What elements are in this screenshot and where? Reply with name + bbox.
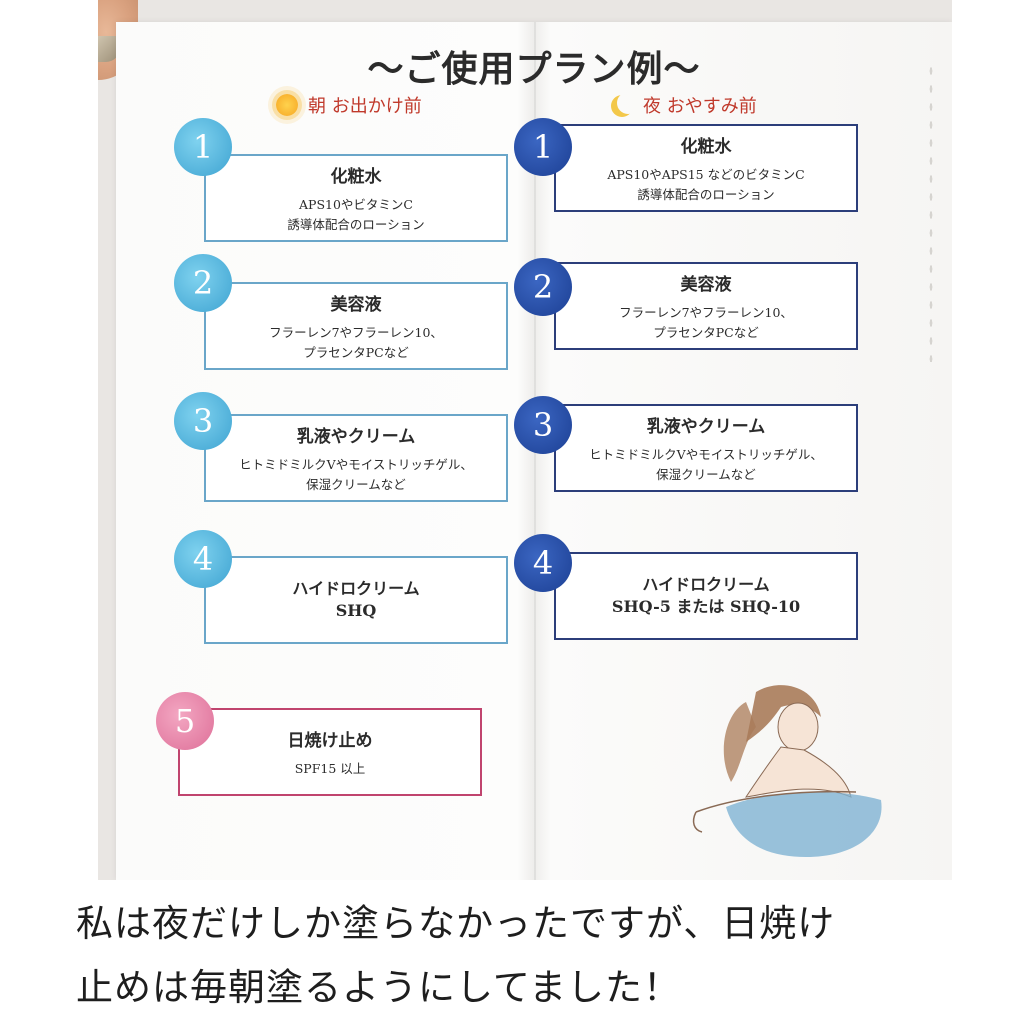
night-step-3-badge: 3 [514,396,572,454]
night-label: 夜 おやすみ前 [643,96,757,117]
night-heading: 夜 おやすみ前 [611,88,757,122]
woman-illustration [692,685,882,857]
step-desc: APS10やビタミンC [299,196,413,212]
step-title: 乳液やクリーム [296,426,416,447]
night-step-2-card: 美容液 フラーレン7やフラーレン10、 プラセンタPCなど [554,262,858,350]
step-desc: 保湿クリームなど [306,476,406,492]
morning-step-5-badge: 5 [156,692,214,750]
sun-icon [276,94,298,116]
step-desc: 保湿クリームなど [656,466,756,482]
thumbnail-nail [98,36,120,62]
step-title: 化粧水 [680,136,732,157]
photo: 〜ご使用プラン例〜 朝 お出かけ前 夜 おやすみ前 化粧水 APS10やビタミン… [98,0,952,880]
step-title-2: SHQ-5 または SHQ-10 [611,597,801,616]
morning-step-4-card: ハイドロクリーム SHQ [204,556,508,644]
step-desc: SPF15 以上 [294,760,366,776]
night-step-4-card: ハイドロクリーム SHQ-5 または SHQ-10 [554,552,858,640]
step-desc: APS10やAPS15 などのビタミンC [607,166,805,182]
step-title-2: SHQ [335,601,377,620]
step-title: 美容液 [680,274,732,295]
step-desc: 誘導体配合のローション [637,186,775,202]
night-step-1-card: 化粧水 APS10やAPS15 などのビタミンC 誘導体配合のローション [554,124,858,212]
morning-step-1-card: 化粧水 APS10やビタミンC 誘導体配合のローション [204,154,508,242]
morning-step-2-badge: 2 [174,254,232,312]
morning-heading: 朝 お出かけ前 [276,88,422,122]
dot-border [928,62,934,362]
morning-step-4-badge: 4 [174,530,232,588]
step-title: 乳液やクリーム [646,416,766,437]
morning-step-2-card: 美容液 フラーレン7やフラーレン10、 プラセンタPCなど [204,282,508,370]
step-title: ハイドロクリーム [642,575,770,594]
caption-line-2: 止めは毎朝塗るようにしてました！ [76,966,682,1009]
step-desc: ヒトミドミルクVやモイストリッチゲル、 [239,456,473,472]
moon-icon [617,92,639,114]
step-desc: プラセンタPCなど [653,324,759,340]
step-desc: フラーレン7やフラーレン10、 [269,324,443,340]
step-desc: フラーレン7やフラーレン10、 [619,304,793,320]
morning-step-5-card: 日焼け止め SPF15 以上 [178,708,482,796]
caption: 私は夜だけしか塗らなかったですが、日焼け 止めは毎朝塗るようにしてました！ [76,892,956,1020]
morning-step-3-card: 乳液やクリーム ヒトミドミルクVやモイストリッチゲル、 保湿クリームなど [204,414,508,502]
night-step-4-badge: 4 [514,534,572,592]
step-desc: プラセンタPCなど [303,344,409,360]
night-step-1-badge: 1 [514,118,572,176]
step-title: 化粧水 [330,166,382,187]
morning-step-3-badge: 3 [174,392,232,450]
night-step-3-card: 乳液やクリーム ヒトミドミルクVやモイストリッチゲル、 保湿クリームなど [554,404,858,492]
night-step-2-badge: 2 [514,258,572,316]
step-title: 日焼け止め [287,730,373,751]
page-title: 〜ご使用プラン例〜 [367,49,701,90]
step-desc: ヒトミドミルクVやモイストリッチゲル、 [589,446,823,462]
step-title: 美容液 [330,294,382,315]
caption-line-1: 私は夜だけしか塗らなかったですが、日焼け [76,902,836,945]
morning-label: 朝 お出かけ前 [308,96,422,117]
step-title: ハイドロクリーム [292,579,420,598]
morning-step-1-badge: 1 [174,118,232,176]
step-desc: 誘導体配合のローション [287,216,425,232]
leaflet-paper: 〜ご使用プラン例〜 朝 お出かけ前 夜 おやすみ前 化粧水 APS10やビタミン… [116,22,952,880]
